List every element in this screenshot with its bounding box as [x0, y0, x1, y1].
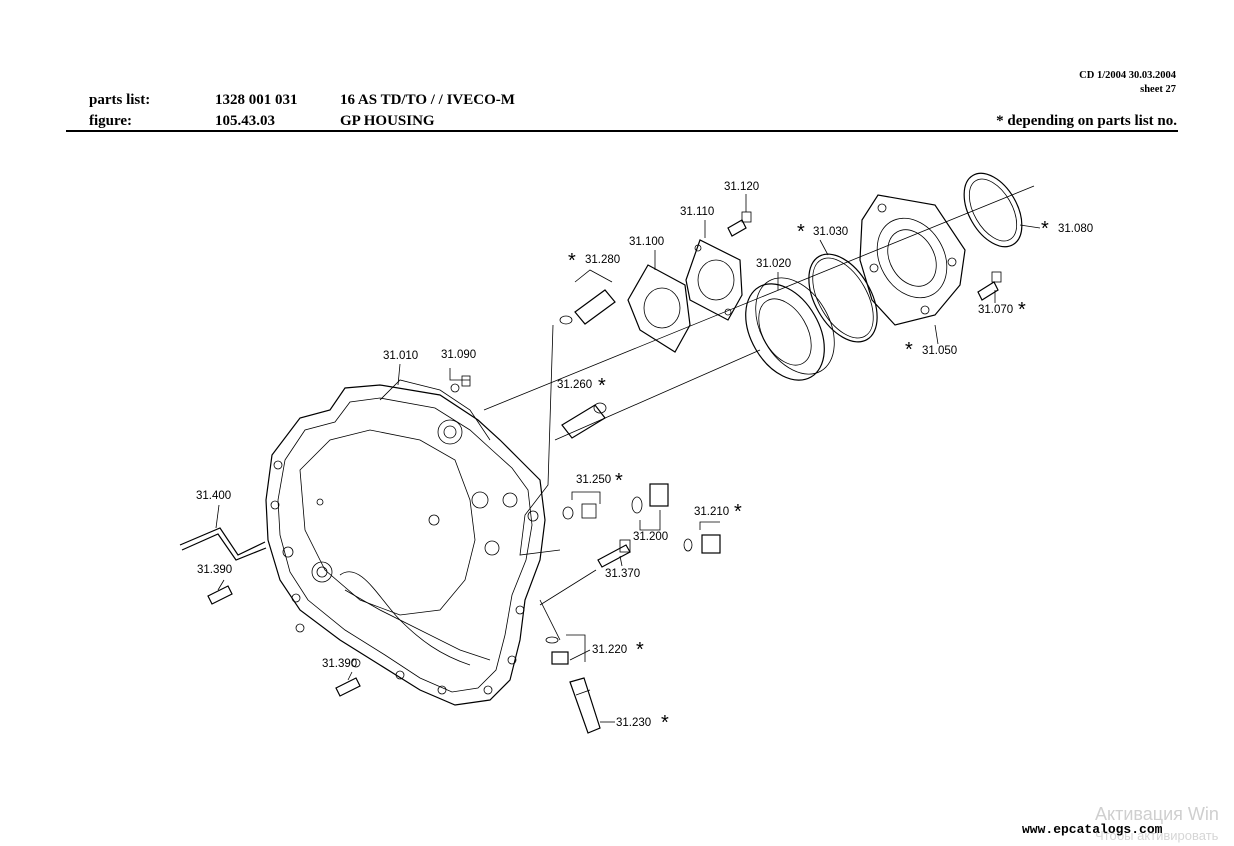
asterisk-31-050: *: [905, 339, 913, 361]
figure-number: 105.43.03: [215, 113, 275, 129]
dowel-pin-upper[interactable]: [207, 585, 233, 605]
main-housing[interactable]: [265, 379, 546, 706]
asterisk-31-080: *: [1041, 218, 1049, 240]
windows-activation-watermark-hint: Чтобы активировать: [1095, 828, 1219, 843]
asterisk-31-220: *: [636, 639, 644, 661]
header-rule: [66, 130, 1178, 132]
depending-note: * depending on parts list no.: [996, 113, 1177, 129]
plug-31-250[interactable]: [562, 491, 601, 520]
label-31-110: 31.110: [680, 206, 714, 218]
asterisk-31-280: *: [568, 250, 576, 272]
asterisk-31-250: *: [615, 470, 623, 492]
parts-list-description: 16 AS TD/TO / / IVECO-M: [340, 92, 515, 108]
windows-activation-watermark: Активация Win: [1095, 804, 1219, 824]
screw-31-120[interactable]: [727, 211, 752, 237]
plug-31-200[interactable]: [631, 483, 669, 531]
asterisk-31-030: *: [797, 221, 805, 243]
label-31-020: 31.020: [756, 258, 791, 270]
label-31-280: 31.280: [585, 254, 620, 266]
label-31-370: 31.370: [605, 568, 640, 580]
asterisk-31-260: *: [598, 375, 606, 397]
figure-title: GP HOUSING: [340, 113, 435, 129]
label-31-390-lower: 31.390: [322, 658, 357, 670]
sheet-number: sheet 27: [1140, 84, 1176, 95]
o-ring-31-030[interactable]: [795, 242, 891, 353]
asterisk-31-070: *: [1018, 299, 1026, 321]
gasket-31-100[interactable]: [627, 264, 691, 353]
axis-line: [554, 349, 761, 441]
label-31-010: 31.010: [383, 350, 418, 362]
figure-label: figure:: [89, 113, 133, 129]
seal-ring-31-020[interactable]: [730, 264, 851, 394]
dowel-pin-lower[interactable]: [335, 677, 361, 697]
label-31-400: 31.400: [196, 490, 231, 502]
label-31-220: 31.220: [592, 644, 627, 656]
parts-list-label: parts list:: [89, 92, 151, 108]
label-31-070: 31.070: [978, 304, 1013, 316]
label-31-210: 31.210: [694, 506, 729, 518]
bolt-31-370[interactable]: [597, 539, 631, 568]
sensor-31-260[interactable]: [561, 402, 607, 439]
output-housing-31-050[interactable]: [859, 194, 966, 326]
screw-31-070[interactable]: [977, 271, 1002, 301]
label-31-390-upper: 31.390: [197, 564, 232, 576]
label-31-200: 31.200: [633, 531, 668, 543]
washer-nut-31-220[interactable]: [545, 634, 586, 665]
label-31-050: 31.050: [922, 345, 957, 357]
label-31-250: 31.250: [576, 474, 611, 486]
label-31-260: 31.260: [557, 379, 592, 391]
label-31-120: 31.120: [724, 181, 759, 193]
sensor-31-230[interactable]: [569, 677, 601, 734]
seal-ring-31-080[interactable]: [952, 163, 1034, 256]
plug-31-090[interactable]: [449, 368, 471, 393]
label-31-090: 31.090: [441, 349, 476, 361]
axis-line: [483, 185, 1035, 411]
asterisk-31-230: *: [661, 712, 669, 734]
parts-list-number: 1328 001 031: [215, 92, 298, 108]
footer-url[interactable]: www.epcatalogs.com: [1022, 822, 1163, 837]
label-31-030: 31.030: [813, 226, 848, 238]
sensor-31-280[interactable]: [559, 269, 616, 325]
plug-31-210[interactable]: [683, 521, 721, 554]
label-31-100: 31.100: [629, 236, 664, 248]
asterisk-31-210: *: [734, 501, 742, 523]
label-31-080: 31.080: [1058, 223, 1093, 235]
cover-plate-31-110[interactable]: [685, 239, 743, 321]
bent-pin[interactable]: [179, 527, 267, 561]
label-31-230: 31.230: [616, 717, 651, 729]
cd-date: CD 1/2004 30.03.2004: [1079, 70, 1176, 81]
